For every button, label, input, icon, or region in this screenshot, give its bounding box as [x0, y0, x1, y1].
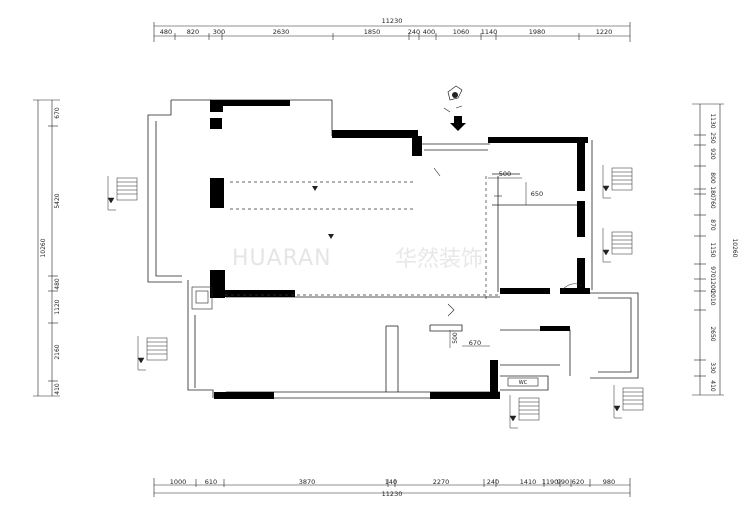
right-dim: 2650: [709, 326, 716, 341]
right-dimension-chain: [692, 103, 724, 396]
elevation-marker: [509, 395, 540, 429]
top-dim: 1220: [596, 28, 613, 36]
top-dim: 300: [213, 28, 225, 36]
beam-lines: [225, 176, 500, 300]
right-dim: 760: [709, 197, 716, 209]
bottom-total-dim: 11230: [382, 490, 403, 498]
right-dim: 180: [709, 186, 716, 198]
bottom-dim: 980: [603, 478, 615, 486]
left-dim: 2160: [54, 344, 61, 359]
door-details: [191, 167, 583, 317]
right-dim: 1130: [709, 113, 716, 128]
compass-icon: [443, 85, 463, 113]
room-dim-650: 650: [531, 190, 543, 198]
elevation-marker: [602, 228, 633, 263]
bottom-dim: 1000: [170, 478, 187, 486]
bottom-dim: 140: [385, 478, 397, 486]
top-dimension-chain: [153, 22, 631, 42]
top-dim: 820: [187, 28, 199, 36]
top-dim: 400: [423, 28, 435, 36]
wc-fixture: WC: [507, 377, 539, 387]
room-dim-500b: 500: [452, 332, 459, 344]
left-dim: 1120: [54, 299, 61, 314]
top-dim: 480: [160, 28, 172, 36]
top-dim: 2630: [273, 28, 290, 36]
right-dim: 920: [709, 148, 716, 160]
right-dim: 410: [709, 380, 716, 392]
right-dim: 2010: [709, 290, 716, 305]
watermark-latin: HUARAN: [232, 246, 332, 271]
room-dim-670: 670: [469, 339, 481, 347]
elevation-marker: [137, 336, 168, 371]
left-dim: 480: [54, 278, 61, 290]
ceiling-marker: [312, 186, 334, 239]
bottom-dimension-chain: [153, 478, 631, 497]
top-dim: 1060: [453, 28, 470, 36]
right-dim: 800: [709, 172, 716, 184]
watermark: HUARAN 华然装饰: [232, 246, 483, 272]
right-dim: 870: [709, 219, 716, 231]
bottom-dim: 610: [205, 478, 217, 486]
bottom-dim: 2270: [433, 478, 450, 486]
wall-outlines: [147, 99, 639, 399]
right-dim: 1150: [709, 242, 716, 257]
room-dimensions: 500 650 500 670: [449, 170, 543, 348]
top-dim: 240: [408, 28, 420, 36]
bottom-dim: 240: [487, 478, 499, 486]
bottom-dim: 620: [572, 478, 584, 486]
right-dim: 970: [709, 266, 716, 278]
right-total-dim: 10260: [731, 238, 738, 257]
watermark-cjk: 华然装饰: [395, 247, 483, 272]
top-total-dim: 11230: [382, 17, 403, 25]
left-dimension-chain: [33, 99, 60, 397]
left-dim: 670: [54, 107, 61, 119]
right-dim: 250: [709, 132, 716, 144]
bottom-dim: 3870: [299, 478, 316, 486]
bottom-dim: 1410: [520, 478, 537, 486]
walls-solid: [210, 100, 590, 399]
top-dim: 1140: [481, 28, 498, 36]
left-total-dim: 10260: [40, 238, 47, 257]
top-dim: 1980: [529, 28, 546, 36]
top-dim: 1850: [364, 28, 381, 36]
right-dim: 1200: [709, 277, 716, 292]
elevation-marker: [107, 176, 138, 211]
elevation-marker: [613, 385, 644, 419]
bottom-dim: 990: [557, 478, 569, 486]
room-dim-500a: 500: [499, 170, 511, 178]
right-dim: 330: [709, 362, 716, 374]
left-dim: 5420: [54, 193, 61, 208]
elevation-marker: [602, 165, 633, 199]
left-dim: 410: [54, 383, 61, 395]
entrance-arrow-icon: [450, 116, 466, 131]
bottom-dim: 1190: [542, 478, 559, 486]
wc-label: WC: [519, 380, 528, 386]
